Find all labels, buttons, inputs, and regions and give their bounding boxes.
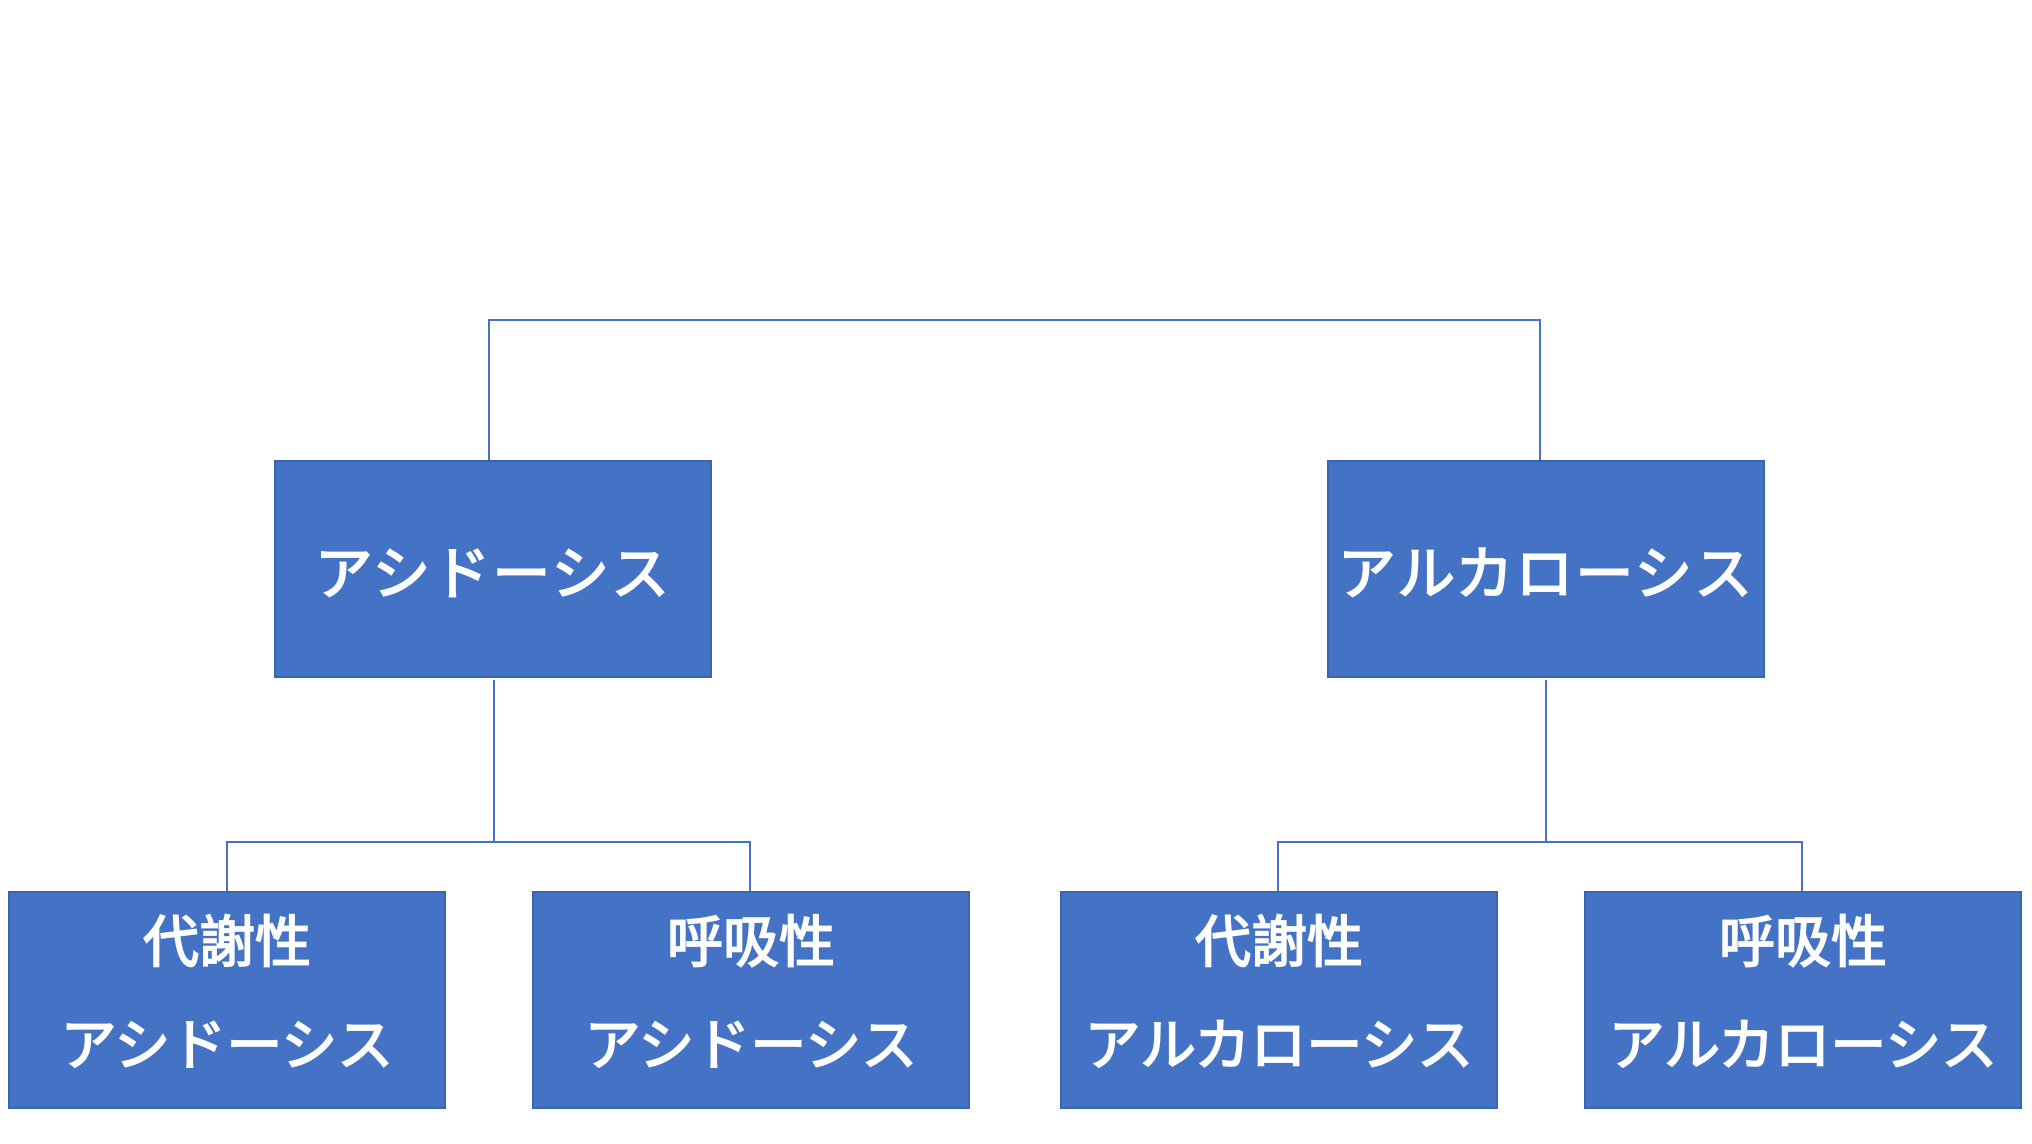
alkalosis-label: アルカローシス	[1337, 540, 1755, 608]
alkalosis-node: アルカローシス	[1327, 460, 1765, 678]
respiratory-acidosis-line2: アシドーシス	[584, 1014, 918, 1080]
acidosis-branch-connector	[226, 841, 751, 891]
alkalosis-branch-connector	[1277, 841, 1803, 891]
metabolic-acidosis-node: 代謝性 アシドーシス	[8, 891, 446, 1109]
metabolic-alkalosis-node: 代謝性 アルカローシス	[1060, 891, 1498, 1109]
metabolic-acidosis-line2: アシドーシス	[60, 1014, 394, 1080]
respiratory-acidosis-node: 呼吸性 アシドーシス	[532, 891, 970, 1109]
acidosis-node: アシドーシス	[274, 460, 712, 678]
respiratory-alkalosis-line1: 呼吸性	[1719, 911, 1887, 977]
metabolic-acidosis-line1: 代謝性	[143, 911, 311, 977]
respiratory-alkalosis-line2: アルカローシス	[1608, 1014, 1998, 1080]
respiratory-alkalosis-node: 呼吸性 アルカローシス	[1584, 891, 2022, 1109]
metabolic-alkalosis-line2: アルカローシス	[1084, 1014, 1474, 1080]
top-bracket-connector	[488, 319, 1541, 460]
respiratory-acidosis-line1: 呼吸性	[667, 911, 835, 977]
acidosis-label: アシドーシス	[314, 540, 672, 608]
metabolic-alkalosis-line1: 代謝性	[1195, 911, 1363, 977]
